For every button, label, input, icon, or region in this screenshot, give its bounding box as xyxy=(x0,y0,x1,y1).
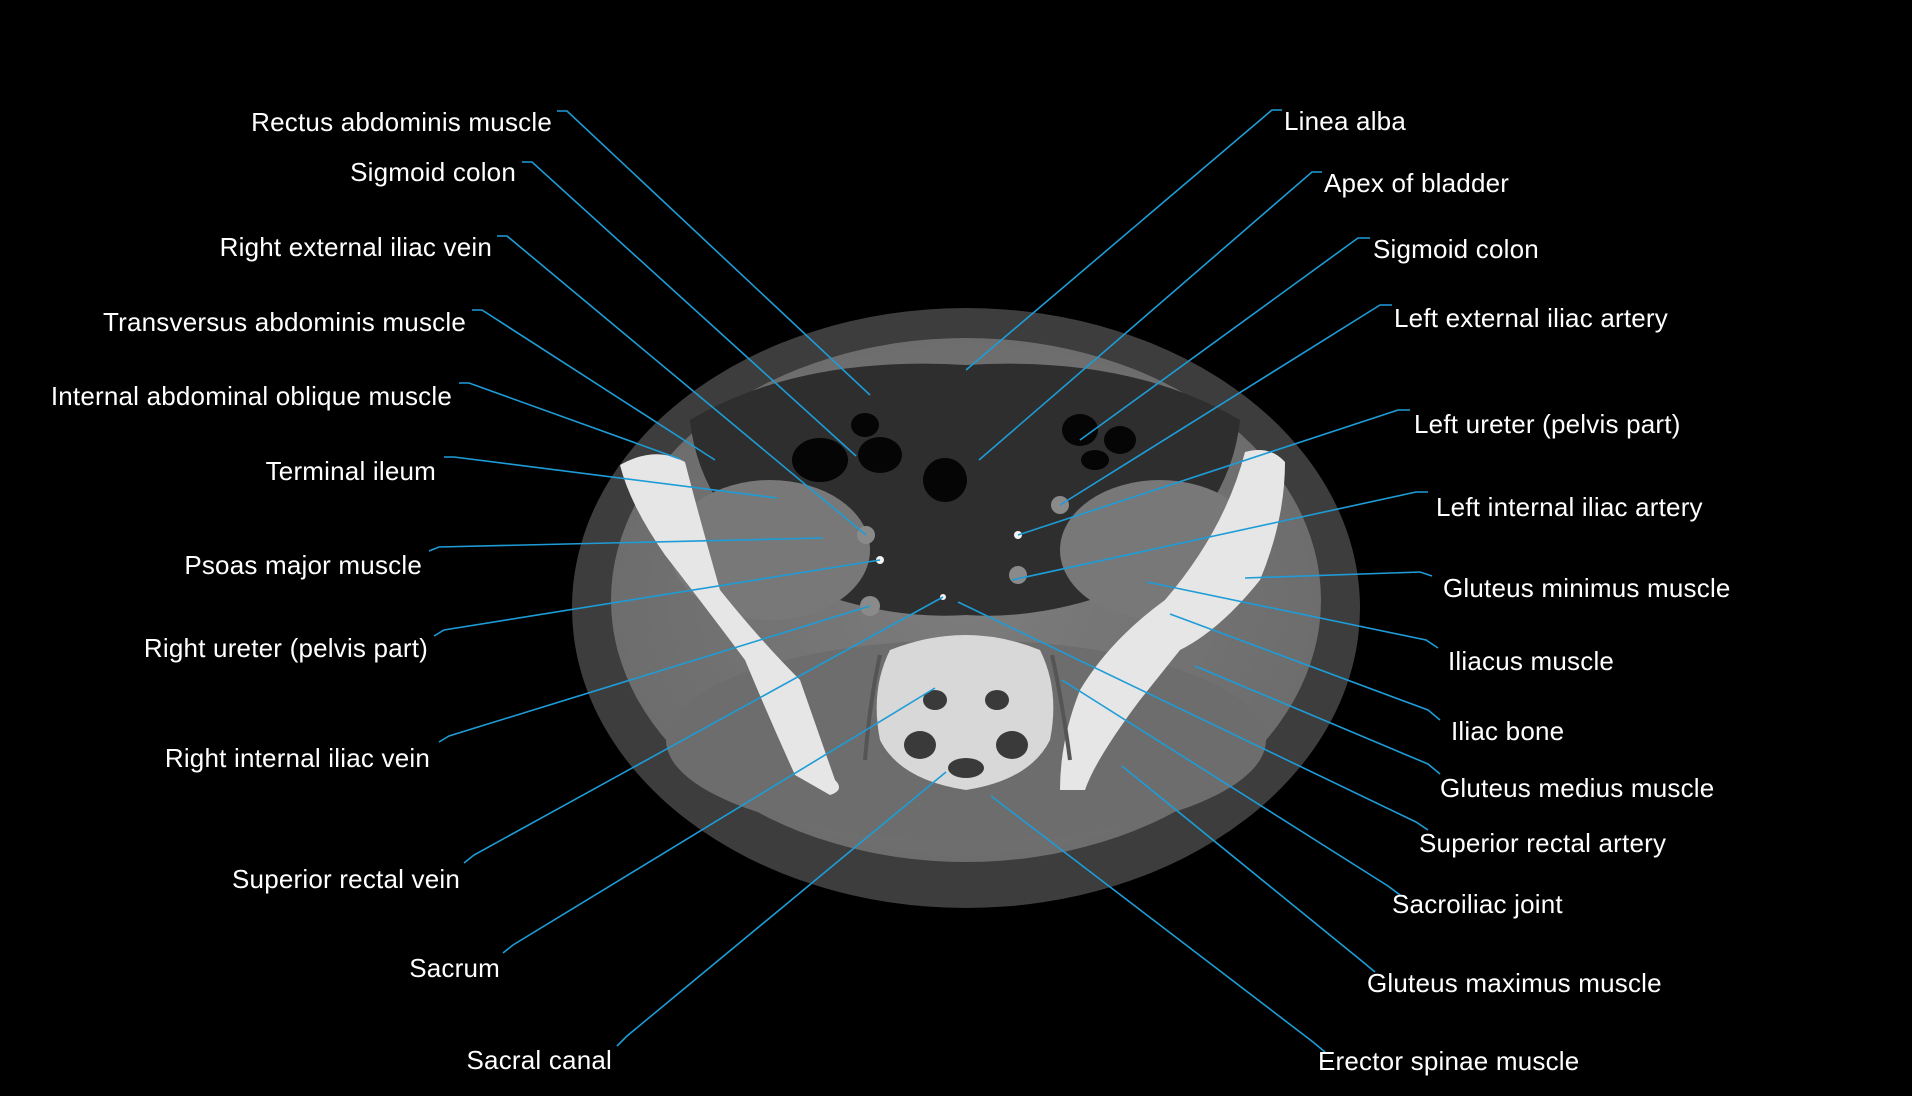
leader-right-ureter xyxy=(433,559,881,637)
label-gluteus-medius-muscle: Gluteus medius muscle xyxy=(1440,773,1715,803)
label-sacroiliac-joint: Sacroiliac joint xyxy=(1392,889,1563,919)
left-iliac-bone xyxy=(1060,449,1285,790)
label-superior-rectal-vein: Superior rectal vein xyxy=(232,864,460,894)
leader-sigmoid-colon-left xyxy=(522,161,857,457)
leader-iliacus xyxy=(1146,581,1439,649)
label-right-ureter: Right ureter (pelvis part) xyxy=(143,633,428,663)
leader-transversus-abdominis xyxy=(472,309,716,461)
left-si-joint xyxy=(1050,654,1072,761)
leader-left-external-iliac-artery xyxy=(1059,304,1392,506)
sacral-foramina xyxy=(904,690,1028,778)
leader-rectus-abdominis xyxy=(557,110,871,396)
label-erector-spinae-muscle: Erector spinae muscle xyxy=(1318,1046,1580,1076)
label-gluteus-minimus-muscle: Gluteus minimus muscle xyxy=(1443,573,1731,603)
leader-superior-rectal-vein xyxy=(463,596,944,864)
leader-linea-alba xyxy=(965,109,1282,371)
leader-gluteus-medius xyxy=(1194,665,1441,775)
leader-gluteus-minimus xyxy=(1244,571,1433,579)
label-sacral-canal: Sacral canal xyxy=(466,1045,612,1075)
label-psoas-major-muscle: Psoas major muscle xyxy=(184,550,422,580)
label-apex-of-bladder: Apex of bladder xyxy=(1324,168,1510,198)
label-sigmoid-colon-left: Sigmoid colon xyxy=(350,157,516,187)
label-sigmoid-colon-right: Sigmoid colon xyxy=(1373,234,1539,264)
leader-internal-oblique xyxy=(459,382,681,460)
leader-left-internal-iliac-artery xyxy=(1011,491,1428,581)
leader-sacrum xyxy=(502,687,936,954)
label-terminal-ileum: Terminal ileum xyxy=(265,456,436,486)
label-left-ureter: Left ureter (pelvis part) xyxy=(1414,409,1681,439)
leader-iliac-bone xyxy=(1169,613,1441,721)
right-si-joint xyxy=(863,654,882,761)
leader-lines xyxy=(428,109,1441,1053)
leader-right-internal-iliac-vein xyxy=(438,605,871,743)
label-transversus-abdominis-muscle: Transversus abdominis muscle xyxy=(103,307,466,337)
leader-sacral-canal xyxy=(616,771,947,1047)
label-rectus-abdominis-muscle: Rectus abdominis muscle xyxy=(251,107,552,137)
label-right-internal-iliac-vein: Right internal iliac vein xyxy=(164,743,430,773)
leader-terminal-ileum xyxy=(444,456,778,499)
right-iliac-bone xyxy=(620,454,839,795)
label-internal-abdominal-oblique-muscle: Internal abdominal oblique muscle xyxy=(50,381,452,411)
leader-superior-rectal-artery xyxy=(957,601,1429,831)
label-left-external-iliac-artery: Left external iliac artery xyxy=(1394,303,1668,333)
leader-erector-spinae xyxy=(990,795,1326,1053)
leader-left-ureter xyxy=(1017,409,1410,536)
label-right-external-iliac-vein: Right external iliac vein xyxy=(219,232,492,262)
leader-sacroiliac-joint xyxy=(1061,679,1401,896)
leader-psoas-major xyxy=(428,537,824,552)
label-iliac-bone: Iliac bone xyxy=(1451,716,1565,746)
label-linea-alba: Linea alba xyxy=(1284,106,1406,136)
leader-apex-of-bladder xyxy=(978,171,1322,461)
label-left-internal-iliac-artery: Left internal iliac artery xyxy=(1436,492,1703,522)
label-sacrum: Sacrum xyxy=(409,953,500,983)
leader-sigmoid-colon-right xyxy=(1079,237,1370,441)
bowel-gas xyxy=(792,413,1136,502)
leader-right-external-iliac-vein xyxy=(497,235,867,536)
label-iliacus-muscle: Iliacus muscle xyxy=(1448,646,1615,676)
leader-gluteus-maximus xyxy=(1121,765,1376,973)
label-gluteus-maximus-muscle: Gluteus maximus muscle xyxy=(1367,968,1662,998)
label-superior-rectal-artery: Superior rectal artery xyxy=(1419,828,1667,858)
